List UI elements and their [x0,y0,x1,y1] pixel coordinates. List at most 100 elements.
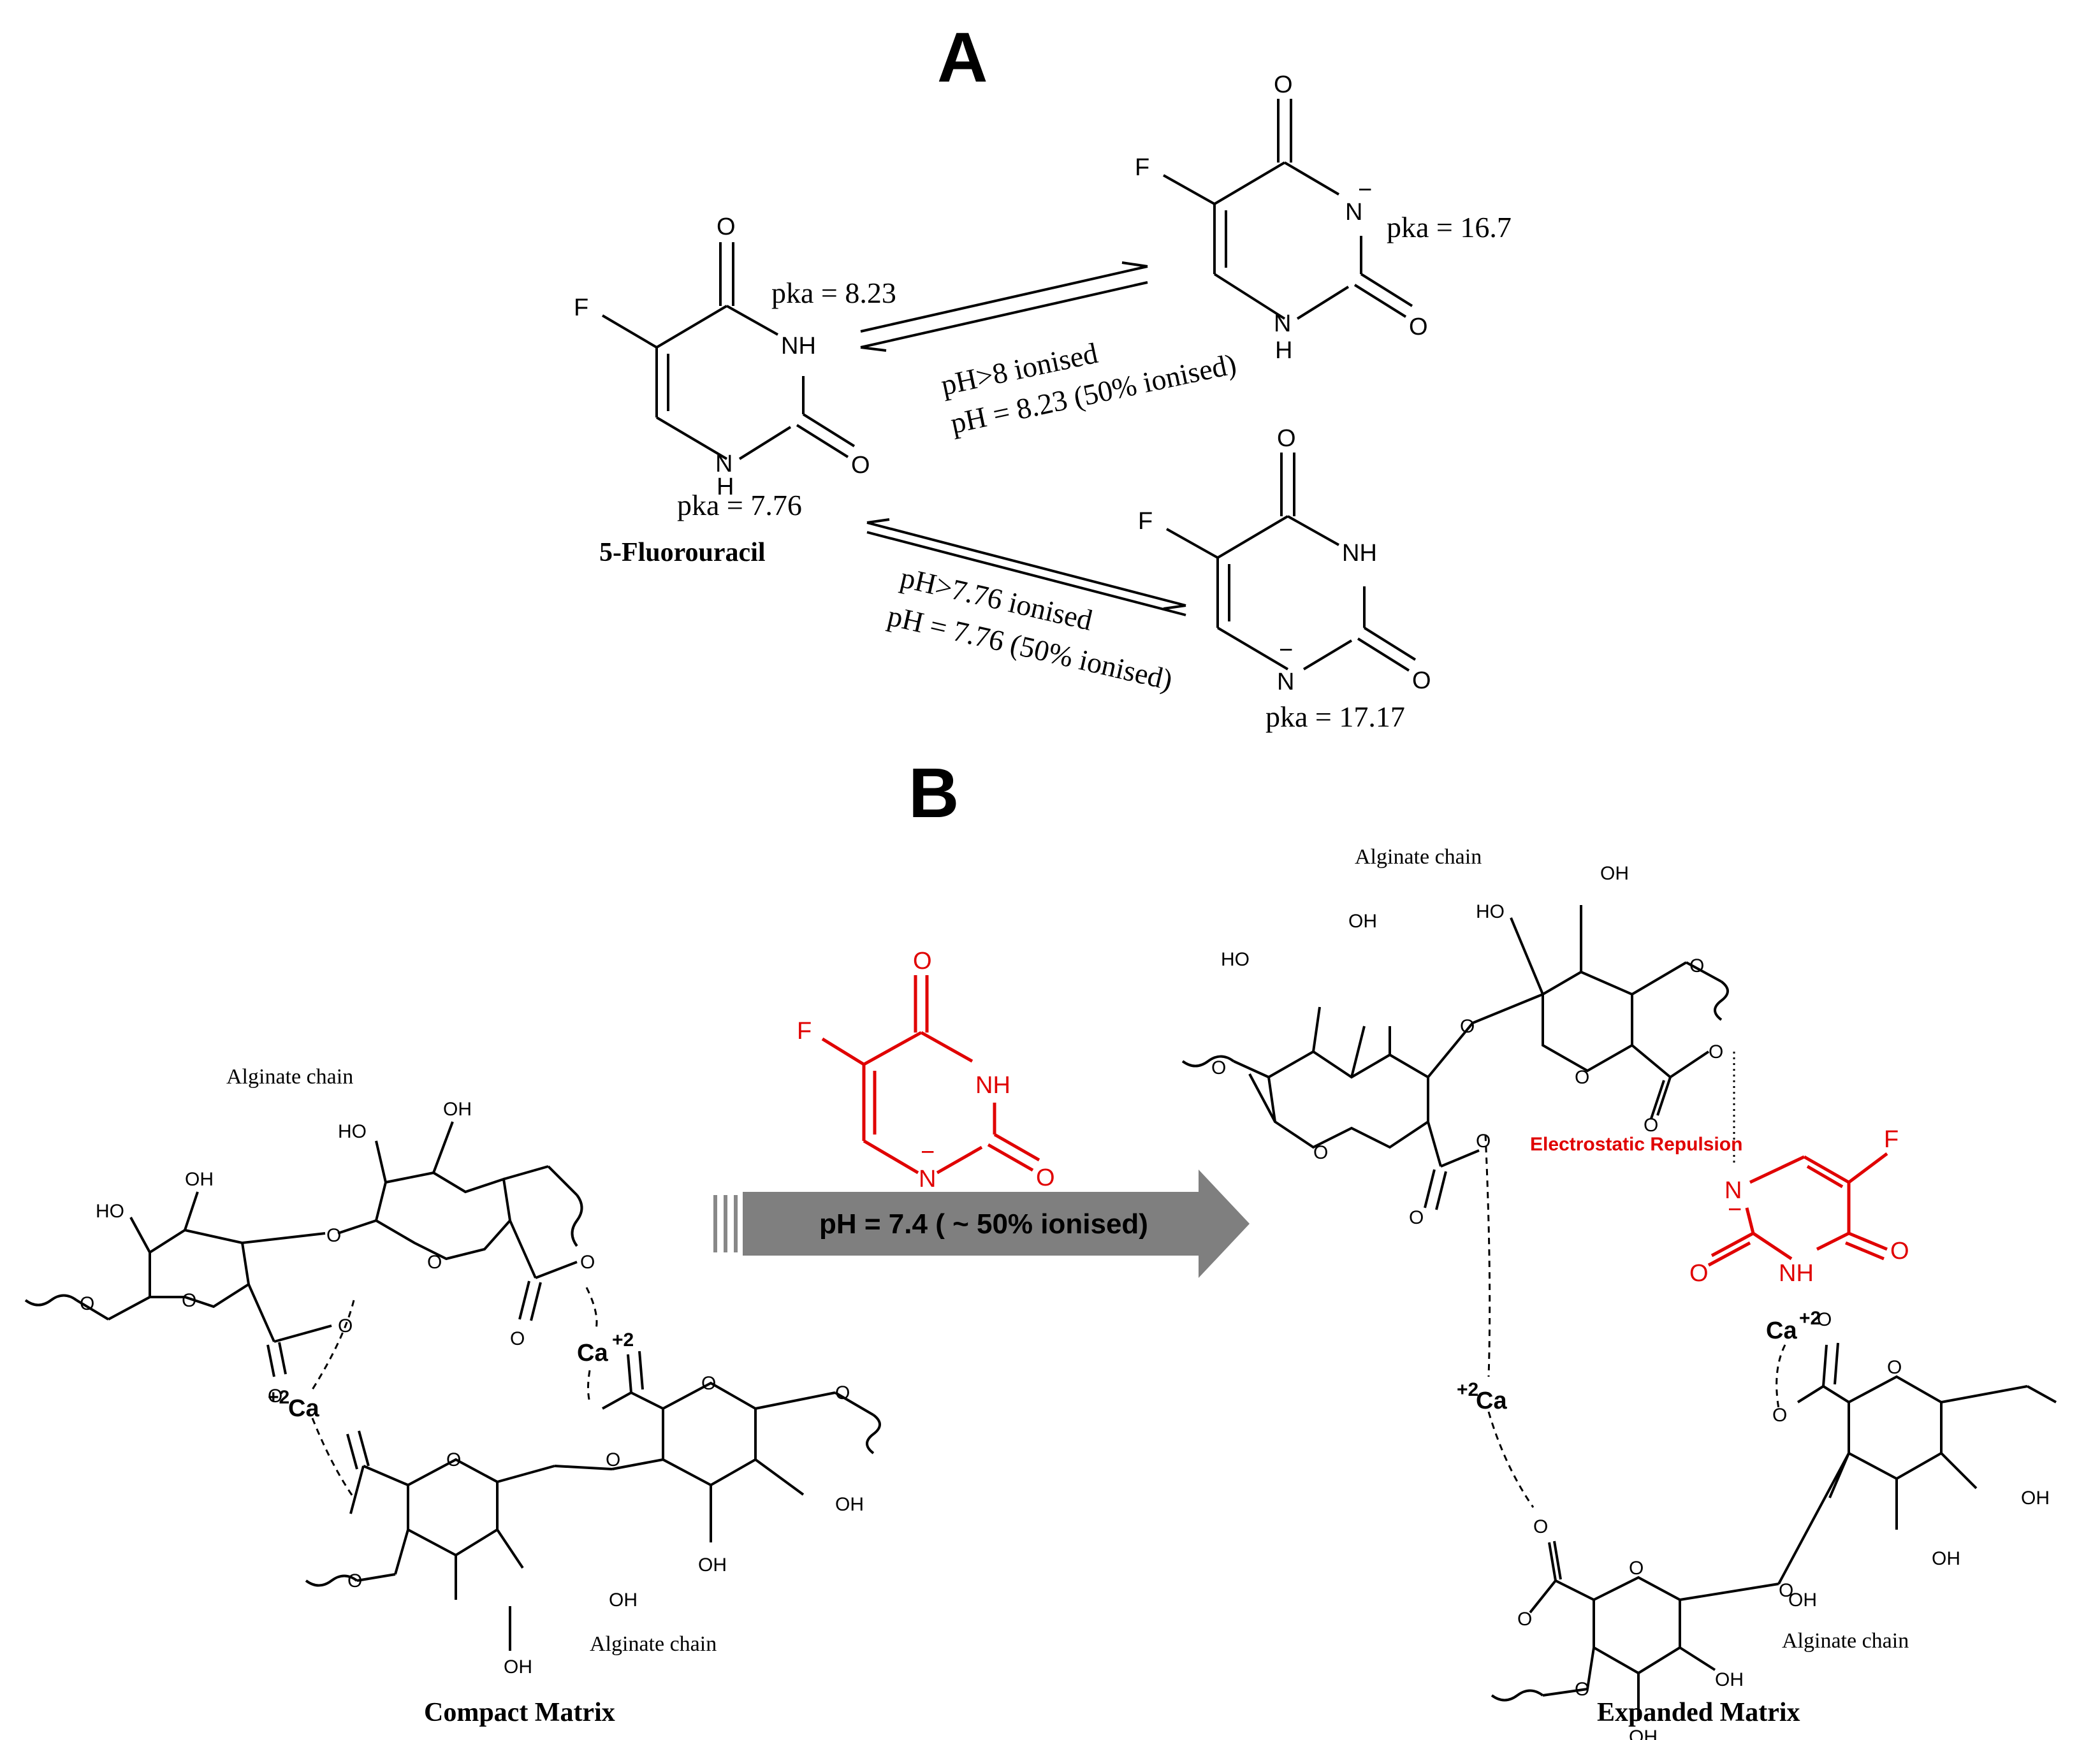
expanded-o-coo5: O [1817,1309,1832,1330]
compact-o-ring2: O [427,1252,442,1273]
compact-o-ring3: O [701,1373,716,1394]
compact-ca-right: Ca [577,1340,608,1367]
expanded-o-coo2: O [1644,1115,1658,1136]
expanded-ca-left-charge: +2 [1457,1379,1478,1400]
compound-name: 5-Fluorouracil [599,538,766,567]
expanded-oh-5: OH [1788,1590,1817,1611]
n1-minus: − [1279,637,1293,663]
n1-o-right: O [1412,667,1431,694]
compact-oh-2: OH [443,1099,472,1120]
fu-o-right: O [851,452,870,479]
expanded-o-coo8: O [1517,1609,1532,1630]
n3-anion-molecule [1163,99,1413,320]
compact-o-bottom: O [347,1570,362,1591]
center-f: F [797,1018,812,1045]
expanded-alginate-label-top: Alginate chain [1355,845,1482,869]
compact-oh-6: OH [504,1657,532,1678]
compact-ca-right-charge: +2 [612,1330,634,1351]
expanded-matrix-structure [1181,905,2057,1721]
compact-oh-4: OH [698,1555,727,1576]
center-minus: − [921,1139,935,1166]
expanded-o-ring2: O [1575,1067,1589,1088]
compact-alginate-label-top: Alginate chain [226,1065,353,1089]
pka-n3-label: pka = 8.23 [771,277,896,309]
center-o-right: O [1036,1164,1055,1191]
compact-o-coo3: O [510,1328,525,1349]
arrow-label: pH = 7.4 ( ~ 50% ionised) [819,1208,1148,1240]
panel-b-label: B [908,754,959,832]
pka-anion-n3-label: pka = 16.7 [1387,211,1512,243]
expanded-o-link2: O [1779,1580,1793,1601]
n3-n1: N [1274,310,1291,337]
expanded-ho-1: HO [1476,901,1505,922]
expanded-o-link3: O [1575,1679,1589,1700]
center-nh: NH [975,1072,1010,1099]
center-n: N [919,1166,936,1193]
n3-n: N [1345,199,1362,226]
expanded-o-ring1: O [1313,1142,1328,1163]
expanded-o-ring3: O [1629,1558,1644,1579]
expanded-oh-2: OH [1348,911,1377,932]
compact-ho-2: HO [338,1121,367,1142]
expanded-oh-3: OH [2021,1488,2050,1509]
expanded-ho-2: HO [1221,949,1250,970]
fu-h1: H [717,474,734,500]
compact-matrix-structure [24,1121,881,1651]
n3-o-top: O [1274,71,1293,98]
compact-o-link1: O [326,1225,341,1246]
expanded-oh-7: OH [1629,1727,1658,1740]
n3-h1: H [1275,337,1292,364]
fu-n1: N [715,451,733,477]
fluorouracil-molecule [601,242,856,460]
expanded-oh-1: OH [1600,863,1629,884]
ph-transition-arrow [713,1170,1250,1278]
fu-o-top: O [717,214,736,240]
compact-o-right: O [835,1382,850,1403]
expanded-o-left: O [1211,1057,1226,1078]
compact-o-coo1: O [268,1386,282,1407]
expanded-ca-right: Ca [1766,1317,1797,1344]
compact-matrix-label: Compact Matrix [424,1698,615,1727]
n3-f: F [1135,154,1149,181]
compact-ca-left: Ca [288,1395,319,1422]
n1-anion-molecule [1166,453,1417,672]
right-minus: − [1728,1196,1742,1223]
pka-anion-n1-label: pka = 17.17 [1265,700,1405,733]
expanded-alginate-label-bottom: Alginate chain [1782,1629,1909,1653]
compact-oh-3: OH [835,1494,864,1515]
compact-o-ring1: O [182,1290,196,1311]
n3-minus: − [1358,177,1372,203]
compact-ca-left-charge: +2 [268,1387,289,1408]
red-fu-anion-center [821,975,1040,1175]
center-o-top: O [913,948,932,975]
expanded-o-link1: O [1460,1016,1475,1037]
n1-f: F [1138,508,1153,535]
right-n: N [1724,1177,1742,1204]
upper-equilibrium-arrow [860,261,1148,352]
compact-o-coo2: O [338,1316,353,1337]
right-o-1: O [1689,1260,1709,1287]
compact-oh-5: OH [609,1590,638,1611]
panel-a-label: A [937,18,988,97]
compact-alginate-label-bottom: Alginate chain [590,1632,717,1656]
expanded-oh-6: OH [1715,1669,1744,1690]
compact-o-left: O [80,1293,94,1314]
compact-oh-1: OH [185,1169,214,1190]
n1-nh: NH [1342,540,1377,567]
right-f: F [1884,1126,1899,1153]
n3-o-right: O [1409,314,1428,340]
compact-ho-1: HO [96,1201,124,1222]
pka-n1-label: pka = 7.76 [677,489,802,521]
expanded-o-coo7: O [1533,1516,1548,1537]
n1-o-top: O [1277,425,1296,452]
compact-o-coo4: O [580,1252,595,1273]
red-fu-anion-right [1707,1152,1888,1267]
compact-o-link2: O [606,1449,620,1470]
expanded-o-coo1: O [1709,1041,1723,1062]
expanded-o-coo3: O [1476,1131,1491,1152]
fu-nh-n3: NH [781,333,816,359]
expanded-oh-4: OH [1932,1548,1960,1569]
expanded-ca-left: Ca [1476,1388,1507,1414]
right-nh: NH [1779,1260,1814,1287]
